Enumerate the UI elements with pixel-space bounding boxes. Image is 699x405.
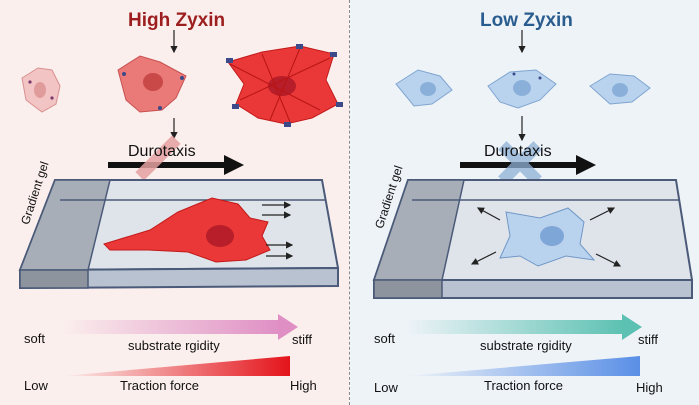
right-cell-2 [487, 69, 557, 109]
right-cell-1 [395, 69, 453, 107]
right-stiff-label: stiff [638, 332, 658, 347]
panel-divider [349, 0, 350, 405]
high-zyxin-title: High Zyxin [128, 10, 226, 31]
left-cell-medium [117, 55, 187, 113]
left-durotaxis-arrow [108, 155, 244, 175]
right-rigidity-label: substrate rgidity [480, 338, 572, 353]
left-force-label: Traction force [120, 378, 199, 393]
low-zyxin-title: Low Zyxin [480, 10, 573, 31]
left-traction-wedge [62, 356, 290, 376]
right-cell-3 [589, 73, 651, 105]
right-force-low: Low [374, 380, 398, 395]
left-rigidity-arrow [62, 314, 298, 340]
left-stiff-label: stiff [292, 332, 312, 347]
left-cell-small [21, 67, 61, 113]
left-cell-large [226, 44, 343, 127]
right-durotaxis-label: Durotaxis [484, 143, 552, 160]
left-rigidity-label: substrate rgidity [128, 338, 220, 353]
right-rigidity-arrow [406, 314, 642, 340]
right-force-arrows [470, 207, 622, 267]
left-force-arrows [262, 201, 294, 260]
right-block-mark [498, 141, 542, 185]
right-force-label: Traction force [484, 378, 563, 393]
left-block-mark [135, 135, 181, 181]
left-durotaxis-label: Durotaxis [128, 143, 196, 160]
right-migrating-cell [499, 207, 596, 267]
right-soft-label: soft [374, 331, 395, 346]
left-migrating-cell [103, 197, 271, 263]
right-force-high: High [636, 380, 663, 395]
left-soft-label: soft [24, 331, 45, 346]
left-force-low: Low [24, 378, 48, 393]
right-traction-wedge [406, 356, 640, 376]
left-force-high: High [290, 378, 317, 393]
